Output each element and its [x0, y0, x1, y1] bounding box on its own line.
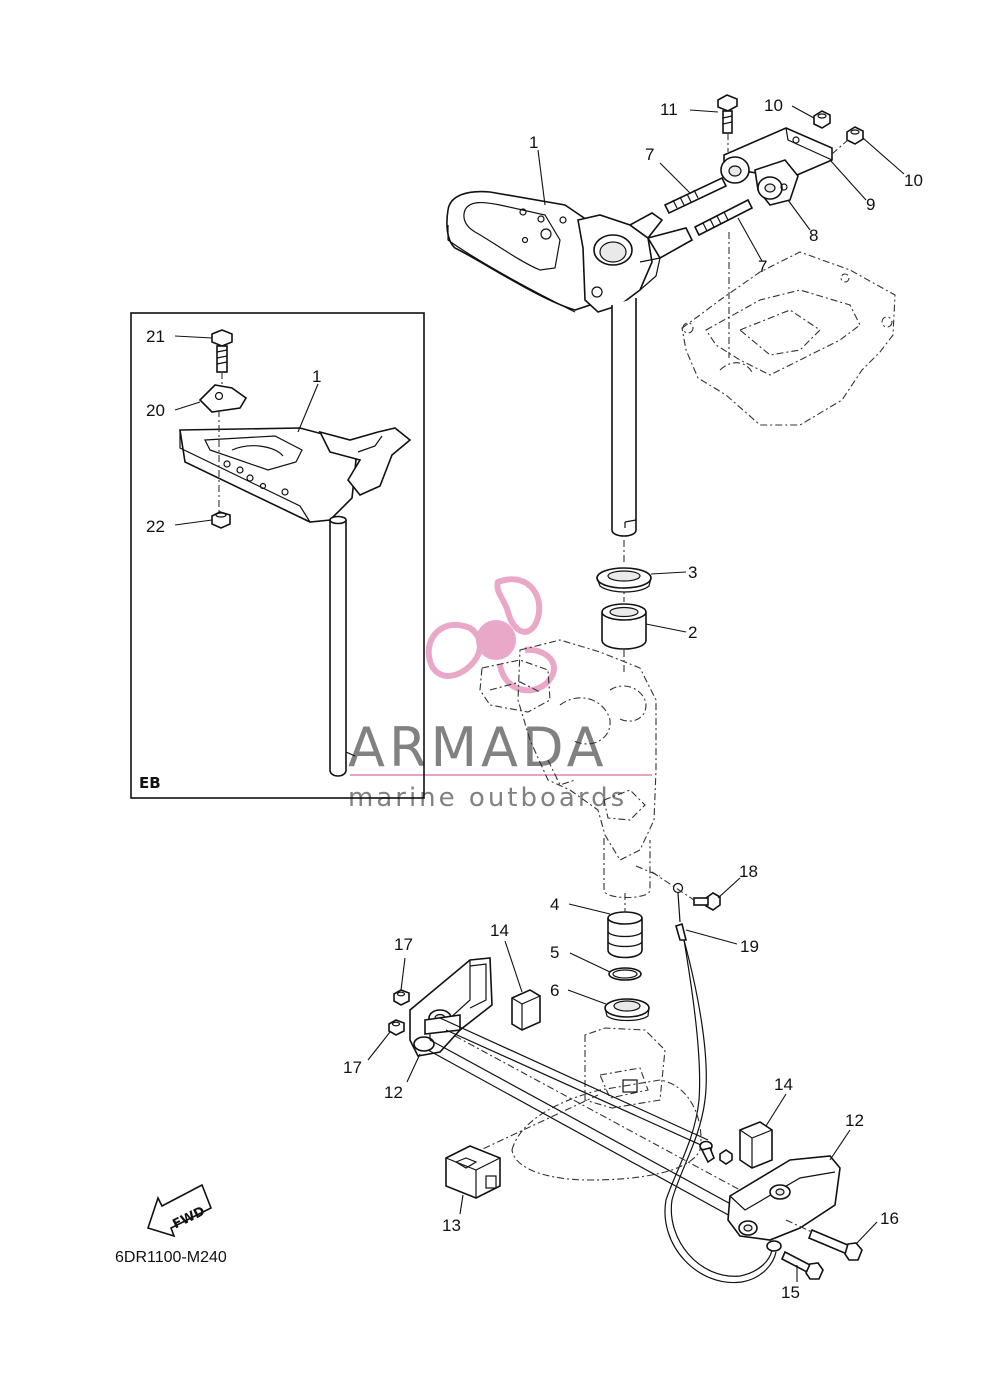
callout-2: 2 — [688, 623, 697, 642]
nut-17-lower — [388, 1019, 405, 1036]
lower-casing-outline — [511, 1027, 702, 1181]
inset-steering-shaft — [329, 515, 356, 777]
callout-14-left: 14 — [490, 921, 509, 940]
callout-7-lower: 7 — [758, 257, 767, 276]
callout-6: 6 — [550, 981, 559, 1000]
callout-4: 4 — [550, 895, 559, 914]
callout-leaders — [174, 105, 905, 1282]
bushing-3 — [596, 567, 652, 593]
callout-10-left: 10 — [764, 96, 783, 115]
callout-9: 9 — [866, 195, 875, 214]
inset-nut-22 — [211, 511, 231, 529]
steering-arm — [446, 190, 694, 313]
lower-mount-studs — [427, 1017, 761, 1229]
bolt-16 — [785, 1219, 863, 1261]
callout-3: 3 — [688, 563, 697, 582]
inset-bolt-21 — [211, 329, 233, 373]
inset-frame — [130, 312, 425, 799]
callout-7-upper: 7 — [645, 145, 654, 164]
inset-label: EB — [139, 774, 161, 792]
ground-terminal — [699, 1140, 733, 1165]
steering-shaft — [611, 298, 637, 672]
diagram-code: 6DR1100-M240 — [115, 1249, 227, 1266]
damper-13 — [445, 1145, 501, 1199]
screw-18 — [651, 871, 721, 911]
callout-12-left: 12 — [384, 1083, 403, 1102]
seal-6 — [604, 998, 650, 1022]
upper-mount-assembly — [663, 94, 864, 358]
callout-5: 5 — [550, 943, 559, 962]
callout-20: 20 — [146, 401, 165, 420]
callout-12-right: 12 — [845, 1111, 864, 1130]
callout-1-inset: 1 — [312, 367, 321, 386]
inset-steering-arm — [179, 427, 412, 523]
callout-1: 1 — [529, 133, 538, 152]
inset-eb: EB — [130, 312, 425, 799]
callout-22: 22 — [146, 517, 165, 536]
watermark-brand: ARMADA — [348, 716, 608, 779]
o-ring-5 — [608, 967, 642, 981]
watermark-logo: ARMADA marine outboards — [348, 576, 652, 813]
bushing-2 — [601, 603, 647, 650]
inset-plate-20 — [198, 372, 248, 515]
lower-mount-right-12 — [727, 1155, 841, 1241]
rubber-14-right — [739, 1121, 773, 1169]
upper-casing-outline — [681, 251, 896, 426]
fwd-arrow-icon: FWD — [146, 1183, 213, 1238]
bushing-4 — [607, 893, 643, 959]
propeller-icon — [425, 576, 557, 694]
callouts: 1 1 3 2 4 5 6 7 7 8 9 10 10 11 12 12 13 … — [146, 96, 923, 1302]
callout-13: 13 — [442, 1216, 461, 1235]
callout-19: 19 — [740, 937, 759, 956]
callout-18: 18 — [739, 862, 758, 881]
lower-mount-left-12 — [409, 957, 493, 1057]
callout-17-lower: 17 — [343, 1058, 362, 1077]
callout-8: 8 — [809, 226, 818, 245]
callout-16: 16 — [880, 1209, 899, 1228]
callout-10-right: 10 — [904, 171, 923, 190]
callout-11: 11 — [660, 100, 678, 119]
swivel-bracket-outline — [479, 639, 661, 898]
bolt-15 — [780, 1250, 824, 1280]
callout-15: 15 — [781, 1283, 800, 1302]
ground-lead-19 — [664, 882, 782, 1284]
callout-14-right: 14 — [774, 1075, 793, 1094]
nut-17-upper — [393, 989, 410, 1006]
rubber-14-left — [511, 989, 541, 1031]
callout-21: 21 — [146, 327, 165, 346]
callout-17-upper: 17 — [394, 935, 413, 954]
